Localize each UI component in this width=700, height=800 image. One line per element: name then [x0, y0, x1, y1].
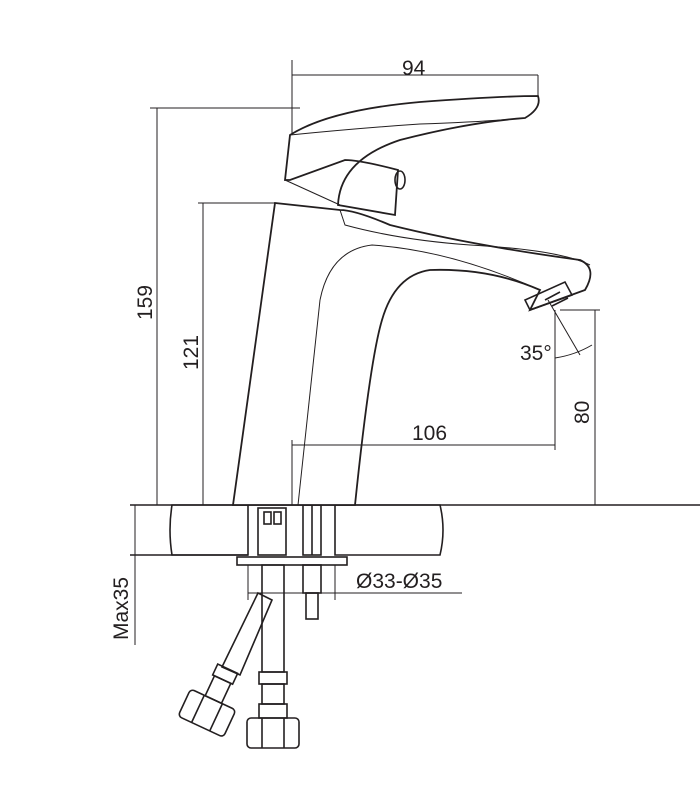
- supply-hoses: [178, 564, 300, 749]
- dim-spout-angle: 35°: [520, 342, 552, 365]
- faucet-handle: [283, 95, 540, 217]
- dimension-lines: [134, 60, 600, 645]
- countertop: [130, 504, 700, 556]
- dim-spout-reach: 106: [412, 422, 447, 445]
- dim-body-height: 121: [180, 335, 203, 370]
- faucet-body: [231, 202, 592, 506]
- dim-handle-length: 94: [402, 57, 426, 80]
- dim-max-thickness: Max35: [110, 577, 133, 640]
- dim-total-height: 159: [134, 285, 157, 320]
- mounting-hardware: [236, 504, 348, 620]
- dim-spout-clearance: 80: [571, 401, 594, 424]
- dim-hole-diameter: Ø33-Ø35: [356, 570, 442, 593]
